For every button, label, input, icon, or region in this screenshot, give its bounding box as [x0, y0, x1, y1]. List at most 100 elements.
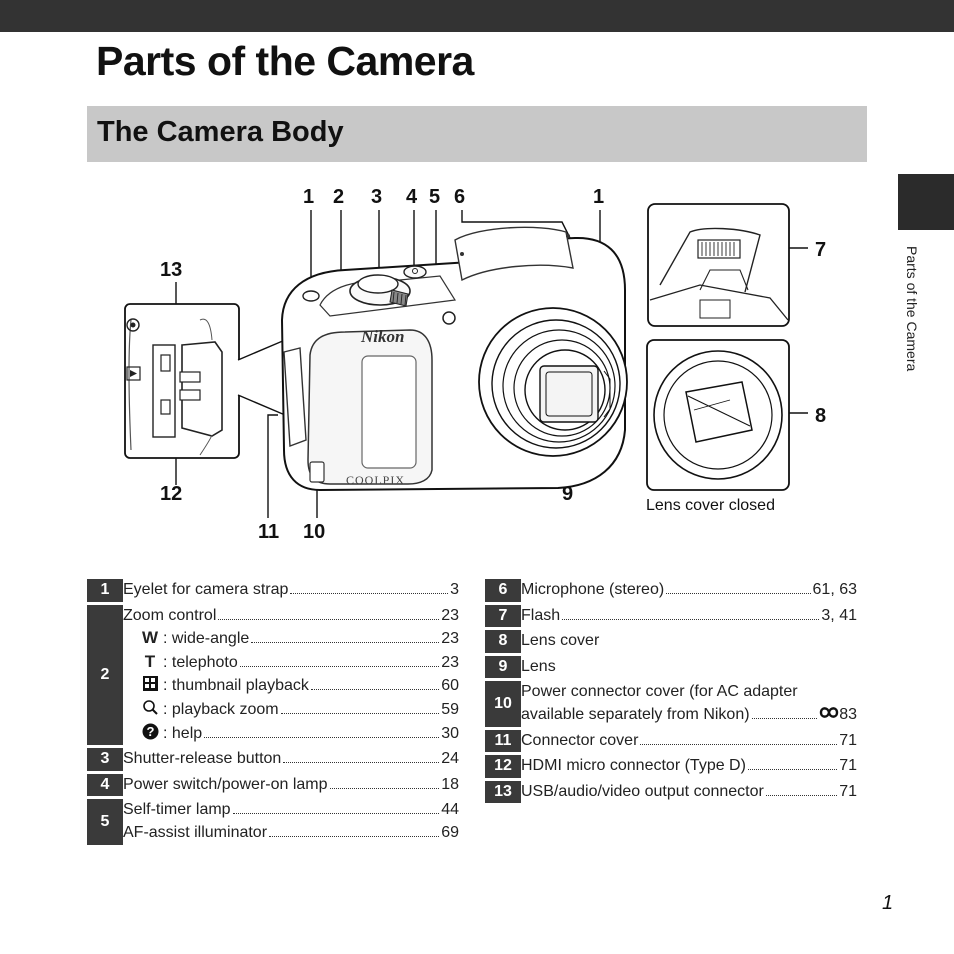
- part-description: HDMI micro connector (Type D)71: [521, 753, 857, 781]
- dot-leader: [329, 787, 440, 789]
- chapter-tab: [898, 174, 954, 230]
- page-reference: 61, 63: [812, 581, 857, 598]
- callout-6: 6: [454, 186, 465, 208]
- camera-body-illustration: 1 2 3 4 5 6 1 13 12 11 10 9 7 8: [124, 186, 826, 543]
- section-header: The Camera Body: [87, 106, 867, 162]
- part-label: Zoom control: [123, 606, 217, 624]
- part-label: : playback zoom: [163, 700, 279, 718]
- part-line: AF-assist illuminator 69: [123, 822, 459, 845]
- part-number: 1: [87, 579, 123, 605]
- callout-8: 8: [815, 405, 826, 427]
- part-label: : thumbnail playback: [163, 677, 309, 695]
- flash-inset: [647, 203, 790, 327]
- model-logo: COOLPIX: [346, 473, 405, 487]
- part-label: Microphone (stereo): [521, 581, 665, 598]
- part-label: available separately from Nikon): [521, 705, 750, 723]
- dot-leader: [251, 642, 440, 644]
- dot-leader: [310, 689, 440, 691]
- part-label: AF-assist illuminator: [123, 823, 268, 841]
- part-description: Lens cover: [521, 628, 857, 656]
- dot-leader: [204, 736, 440, 738]
- dot-leader: [280, 712, 440, 714]
- part-description: Lens: [521, 654, 857, 682]
- lens-cover-inset: Lens cover closed: [646, 339, 790, 514]
- part-line: HDMI micro connector (Type D)71: [521, 755, 857, 778]
- part-label: Self-timer lamp: [123, 801, 231, 819]
- page-title: Parts of the Camera: [96, 38, 474, 84]
- part-label: : telephoto: [163, 653, 238, 671]
- part-label: USB/audio/video output connector: [521, 782, 764, 800]
- symbol-thumbnail-icon: [137, 674, 163, 697]
- part-label: Power switch/power-on lamp: [123, 775, 328, 793]
- page-reference: 69: [441, 823, 459, 841]
- part-label: Lens: [521, 657, 556, 675]
- callout-7: 7: [815, 239, 826, 261]
- symbol-help-icon: ?: [137, 722, 163, 745]
- part-number: 5: [87, 797, 123, 848]
- page-reference: 3, 41: [821, 606, 857, 624]
- page-reference: 23: [441, 606, 459, 624]
- part-line: Lens: [521, 656, 857, 679]
- lens-cover-caption: Lens cover closed: [646, 497, 775, 514]
- part-number: 13: [485, 779, 521, 807]
- connector-inset: [124, 303, 286, 459]
- callout-12: 12: [160, 483, 182, 505]
- page-reference: 59: [441, 700, 459, 718]
- magnifier-icon: [142, 700, 158, 715]
- part-description: Microphone (stereo) 61, 63: [521, 579, 857, 605]
- dot-leader: [765, 794, 838, 796]
- page-reference: 83: [819, 704, 857, 727]
- page-reference: 24: [441, 750, 459, 768]
- part-line: Power switch/power-on lamp 18: [123, 774, 459, 797]
- callout-11: 11: [258, 521, 279, 543]
- dot-leader: [283, 762, 440, 764]
- part-label: : help: [163, 724, 203, 742]
- dot-leader: [751, 717, 818, 719]
- part-number: 8: [485, 628, 521, 656]
- part-label: Connector cover: [521, 731, 639, 749]
- page-reference: 18: [441, 775, 459, 793]
- dot-leader: [747, 769, 838, 771]
- part-number: 9: [485, 654, 521, 682]
- page-reference: 23: [441, 653, 459, 671]
- part-number: 3: [87, 746, 123, 774]
- part-label: Flash: [521, 606, 561, 624]
- part-line: available separately from Nikon) 83: [521, 704, 857, 727]
- page-number: 1: [882, 892, 894, 914]
- part-label: : wide-angle: [163, 630, 250, 648]
- page-reference: 71: [839, 757, 857, 775]
- page-reference: 71: [839, 731, 857, 749]
- page-reference: 23: [441, 630, 459, 648]
- symbol-magnifier-icon: [137, 698, 163, 721]
- section-title: The Camera Body: [97, 116, 344, 148]
- dot-leader: [232, 813, 440, 815]
- camera-lens: [478, 307, 628, 457]
- page-reference: 3: [450, 581, 459, 598]
- svg-text:?: ?: [146, 724, 154, 739]
- page-reference: 60: [441, 677, 459, 695]
- part-line: Flash 3, 41: [521, 605, 857, 628]
- dot-leader: [218, 618, 440, 620]
- callout-2: 2: [333, 186, 344, 208]
- part-number: 12: [485, 753, 521, 781]
- help-icon: ?: [142, 723, 158, 740]
